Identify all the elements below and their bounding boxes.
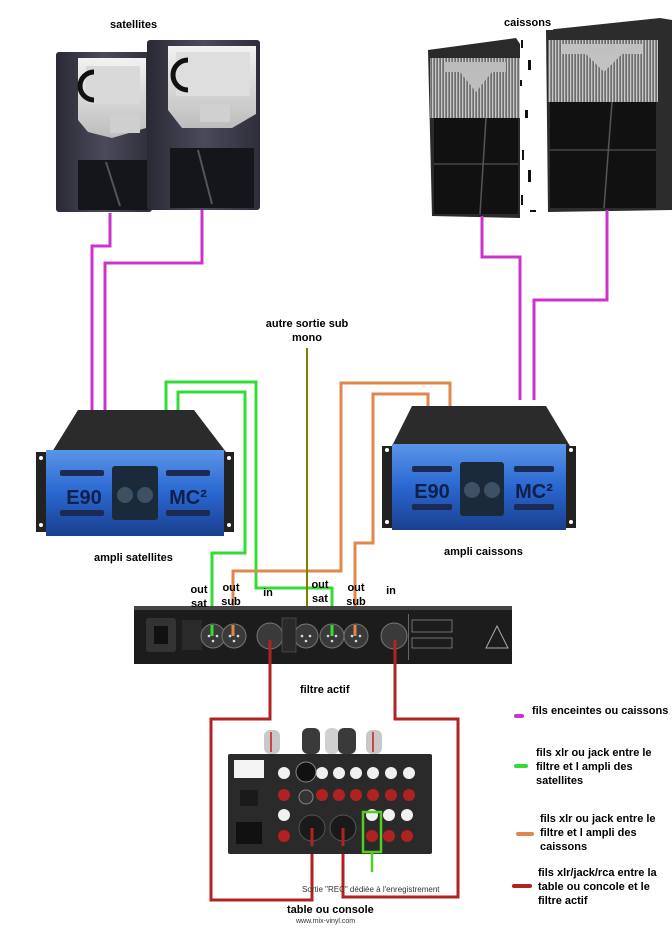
label-caissons: caissons (502, 16, 554, 30)
mixer-console (228, 728, 432, 872)
image-seam (520, 40, 536, 212)
satellite-speaker-right (147, 40, 260, 210)
port-label-text: out (347, 582, 365, 594)
amp-sat-brand-right: MC² (169, 487, 207, 509)
wire-sat-left (90, 213, 112, 410)
amplifier-satellites: E90 MC² (36, 410, 234, 536)
wire-sub-amp-a (231, 381, 452, 625)
wire-sub-amp-b (353, 392, 430, 625)
port-label-text: out (190, 584, 208, 596)
console-signal-wires (209, 640, 460, 902)
label-console: table ou console (287, 904, 374, 916)
wire-sub-right (532, 210, 609, 400)
port-label-text: out (222, 582, 240, 594)
sub-signal-wires (231, 381, 452, 625)
label-rec-caption: Sortie "REC" dédiée à l'enregistrement (302, 885, 440, 894)
active-crossover (134, 606, 512, 664)
amp-sub-brand-left: E90 (414, 481, 450, 503)
port-label-out-sat-2: out sat (307, 578, 333, 606)
speaker-wires (90, 210, 609, 410)
port-label-in-1: in (263, 587, 273, 599)
label-mono-sub-line2: mono (292, 332, 322, 344)
port-label-out-sub-1: out sub (218, 581, 244, 609)
port-label-in-2: in (386, 585, 396, 597)
legend-swatch-magenta (514, 714, 524, 718)
port-label-text: sat (312, 593, 328, 605)
label-satellites: satellites (110, 19, 158, 31)
xlr-mono-sub (293, 623, 319, 649)
sat-signal-wires (164, 380, 334, 625)
amp-sub-brand-right: MC² (515, 481, 553, 503)
port-label-out-sat-1: out sat (186, 583, 212, 611)
wire-sat-amp-a (164, 380, 334, 625)
legend-text: fils xlr ou jack entre le filtre et l am… (536, 747, 652, 787)
legend-swatch-red (512, 884, 532, 888)
legend-swatch-green (514, 764, 528, 768)
legend-text: fils xlr ou jack entre le filtre et l am… (540, 813, 656, 853)
wire-sat-right (103, 210, 204, 410)
wire-console-to-in-1 (209, 640, 314, 902)
wire-sat-amp-b (176, 390, 247, 625)
subwoofer-right (546, 18, 672, 212)
label-ampli-satellites: ampli satellites (94, 552, 173, 564)
legend-text: fils xlr/jack/rca entre la table ou conc… (538, 867, 657, 907)
label-credit: www.mix-vinyl.com (296, 918, 356, 925)
label-mono-sub: autre sortie sub mono (252, 317, 362, 345)
mixer-knobs (264, 728, 382, 754)
port-label-text: out (311, 579, 329, 591)
amp-sat-brand-left: E90 (66, 487, 102, 509)
rca-jacks-top (278, 767, 415, 821)
subwoofer-left (428, 38, 520, 218)
wire-sub-left (480, 216, 522, 400)
wire-console-to-in-2 (341, 640, 460, 899)
legend-text: fils enceintes ou caissons (532, 705, 669, 717)
legend-swatch-orange (516, 832, 534, 836)
label-mono-sub-line1: autre sortie sub (265, 318, 349, 330)
port-label-text: sub (221, 596, 241, 608)
rca-jacks-red (278, 789, 415, 842)
port-label-text: sat (191, 598, 207, 610)
label-filtre-actif: filtre actif (300, 684, 350, 696)
label-ampli-caissons: ampli caissons (444, 546, 523, 558)
amplifier-caissons: E90 MC² (382, 406, 576, 530)
port-label-out-sub-2: out sub (343, 581, 369, 609)
port-label-text: sub (346, 596, 366, 608)
satellite-speaker-left (56, 52, 152, 212)
